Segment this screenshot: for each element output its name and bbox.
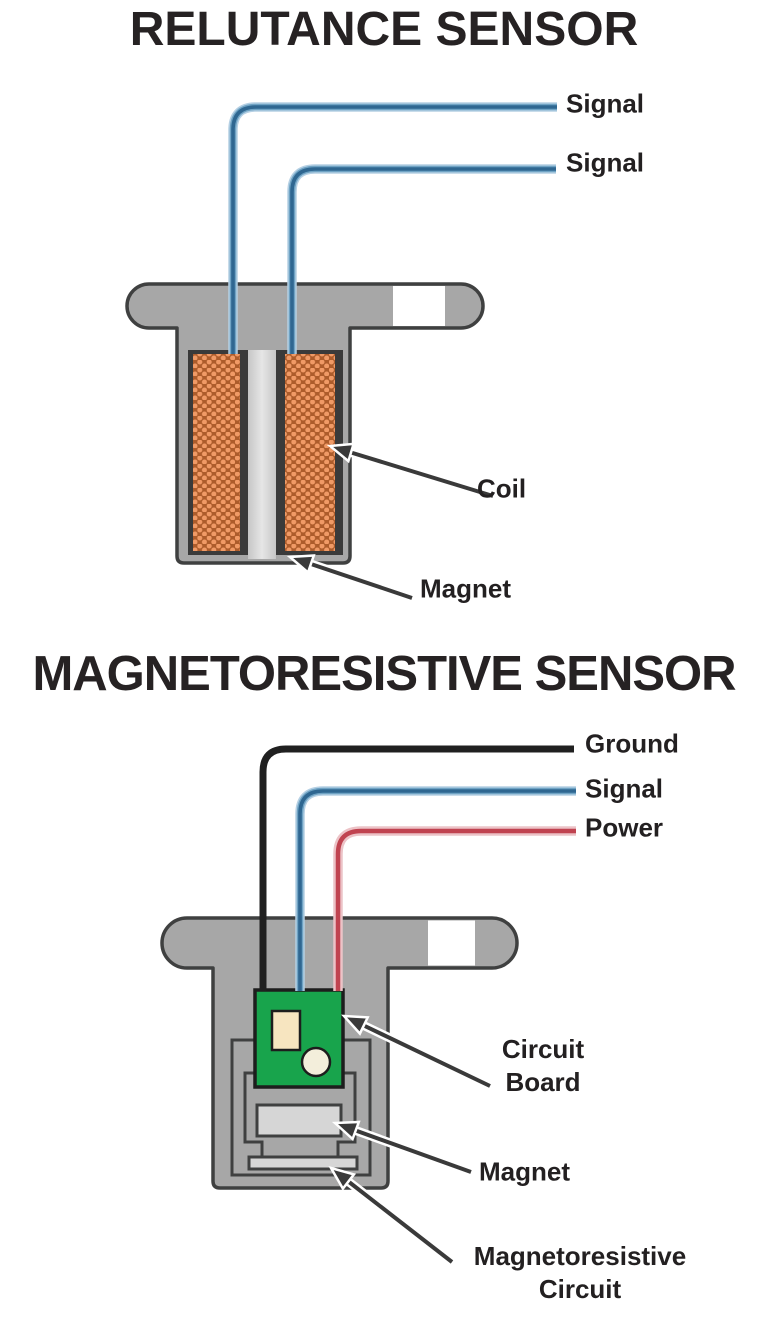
label-signal-upper: Signal [566,88,645,119]
power-wire [333,826,576,991]
label-mr-circuit: Magnetoresistive Circuit [473,1241,687,1304]
reluctance-title: RELUTANCE SENSOR [129,3,639,56]
board-component [270,1009,302,1052]
magnet-arrow-top [286,554,414,603]
magnet-arrow-bottom [331,1120,473,1177]
reluctance-housing-notch [393,286,445,326]
label-signal-lower: Signal [566,147,645,178]
label-magnet-top: Magnet [420,573,511,604]
magnetoresistive-sensor [160,745,576,1266]
ground-wire [259,745,574,991]
board-via [300,1046,332,1078]
magnetoresistive-title: MAGNETORESISTIVE SENSOR [32,647,736,701]
mr-circuit-arrow [328,1165,455,1266]
signal-wire-upper [228,102,557,354]
label-signal: Signal [585,773,664,804]
mr-housing-notch [428,920,475,966]
coil-left [193,354,240,551]
signal-wire-lower [287,164,556,354]
mr-circuit-bar [247,1155,359,1171]
coil-arrow [326,442,495,501]
magnet-block [255,1103,343,1138]
reluctance-sensor [125,102,557,603]
coil-right [285,354,335,551]
label-ground: Ground [585,728,679,759]
label-magnet-bottom: Magnet [479,1156,570,1187]
label-circuit-board: Circuit Board [501,1034,585,1097]
label-coil: Coil [477,473,527,504]
circuit-board-arrow [341,1014,492,1091]
signal-wire [295,786,576,991]
magnet-pole-core [248,350,276,559]
label-power: Power [585,812,664,843]
